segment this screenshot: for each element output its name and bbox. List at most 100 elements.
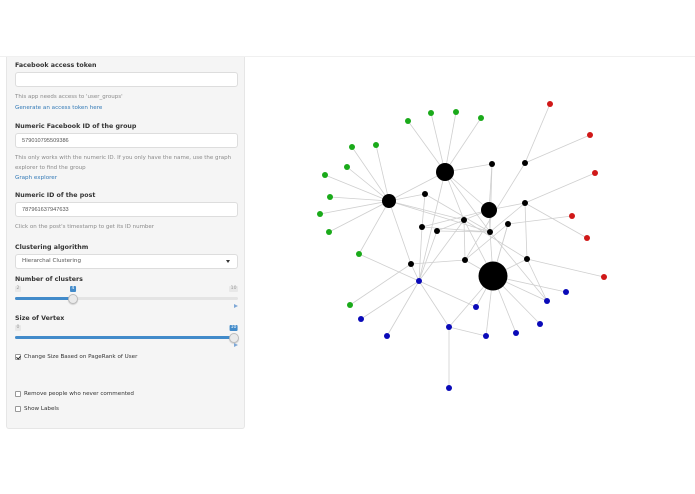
slider-fill [15, 336, 234, 339]
graph-node[interactable] [384, 333, 390, 339]
graph-edge [430, 112, 446, 173]
access-token-input[interactable] [15, 72, 238, 87]
graph-node[interactable] [428, 110, 434, 116]
graph-node[interactable] [347, 302, 353, 308]
graph-node[interactable] [487, 229, 493, 235]
graph-explorer-link[interactable]: Graph explorer [15, 175, 58, 181]
graph-node[interactable] [327, 194, 333, 200]
graph-node[interactable] [569, 213, 575, 219]
graph-edge [418, 280, 450, 328]
graph-node[interactable] [478, 261, 508, 291]
slider-track[interactable] [15, 297, 238, 300]
graph-node[interactable] [453, 109, 459, 115]
graph-edge [358, 200, 390, 255]
slider-handle[interactable] [228, 332, 239, 343]
graph-node[interactable] [317, 211, 323, 217]
graph-node[interactable] [326, 229, 332, 235]
group-id-input[interactable] [15, 133, 238, 148]
graph-node[interactable] [522, 160, 528, 166]
graph-node[interactable] [408, 261, 414, 267]
graph-node[interactable] [461, 217, 467, 223]
post-id-input[interactable] [15, 202, 238, 217]
graph-node[interactable] [322, 172, 328, 178]
graph-node[interactable] [473, 304, 479, 310]
graph-node[interactable] [373, 142, 379, 148]
graph-node[interactable] [436, 163, 454, 181]
graph-node[interactable] [537, 321, 543, 327]
checkbox-unchecked-icon[interactable] [15, 406, 21, 412]
access-token-help: This app needs access to 'user_groups' [15, 94, 123, 100]
graph-edge [328, 200, 390, 233]
graph-node[interactable] [563, 289, 569, 295]
checkbox-unchecked-icon[interactable] [15, 391, 21, 397]
graph-edge [388, 200, 465, 221]
graph-node[interactable] [382, 194, 396, 208]
graph-edge [346, 166, 390, 202]
graph-edge [418, 226, 423, 282]
graph-node[interactable] [522, 200, 528, 206]
graph-edge [418, 280, 477, 308]
remove-noncommenters-checkbox[interactable]: Remove people who never commented [15, 391, 134, 397]
graph-edge [526, 258, 605, 278]
graph-node[interactable] [462, 257, 468, 263]
graph-edge [360, 280, 420, 320]
slider-handle[interactable] [67, 293, 78, 304]
graph-nodes [317, 101, 607, 391]
graph-node[interactable] [344, 164, 350, 170]
vertex-size-slider[interactable]: 0 10 [15, 325, 239, 349]
graph-node[interactable] [446, 324, 452, 330]
slider-max-label: 10 [229, 286, 238, 292]
graph-node[interactable] [544, 298, 550, 304]
graph-node[interactable] [513, 330, 519, 336]
clustering-select[interactable]: Hierarchal Clustering [15, 254, 238, 269]
graph-edge [388, 200, 412, 265]
graph-edge [524, 202, 588, 239]
graph-edge [507, 215, 573, 225]
graph-node[interactable] [446, 385, 452, 391]
checkbox-checked-icon[interactable] [15, 354, 21, 360]
graph-node[interactable] [483, 333, 489, 339]
graph-node[interactable] [349, 144, 355, 150]
graph-edge [421, 226, 491, 233]
graph-node[interactable] [584, 235, 590, 241]
graph-edge [448, 326, 487, 337]
pagerank-size-checkbox[interactable]: Change Size Based on PageRank of User [15, 354, 137, 360]
graph-node[interactable] [481, 202, 497, 218]
generate-token-link[interactable]: Generate an access token here [15, 105, 103, 111]
graph-node[interactable] [489, 161, 495, 167]
graph-edge [464, 223, 509, 261]
graph-edge [436, 230, 491, 233]
show-labels-checkbox[interactable]: Show Labels [15, 406, 59, 412]
graph-edge [444, 111, 457, 173]
graph-edge [524, 134, 591, 164]
checkbox-label: Remove people who never commented [24, 391, 134, 397]
play-icon[interactable] [234, 304, 238, 308]
group-id-label: Numeric Facebook ID of the group [15, 123, 137, 130]
play-icon[interactable] [234, 343, 238, 347]
num-clusters-slider[interactable]: 2 10 4 [15, 286, 238, 310]
graph-node[interactable] [524, 256, 530, 262]
graph-node[interactable] [434, 228, 440, 234]
graph-node[interactable] [505, 221, 511, 227]
sidebar-panel: Facebook access token This app needs acc… [6, 57, 245, 429]
graph-edge [463, 219, 466, 261]
graph-node[interactable] [592, 170, 598, 176]
graph-node[interactable] [416, 278, 422, 284]
graph-edge [421, 209, 490, 228]
graph-edge [524, 202, 528, 260]
graph-edge [424, 193, 491, 233]
graph-node[interactable] [601, 274, 607, 280]
graph-edge [421, 193, 426, 228]
slider-min-label: 0 [15, 325, 21, 331]
graph-edge [388, 171, 446, 202]
graph-node[interactable] [356, 251, 362, 257]
graph-node[interactable] [419, 224, 425, 230]
post-id-label: Numeric ID of the post [15, 192, 96, 199]
graph-node[interactable] [405, 118, 411, 124]
graph-node[interactable] [422, 191, 428, 197]
graph-node[interactable] [547, 101, 553, 107]
graph-node[interactable] [358, 316, 364, 322]
graph-node[interactable] [587, 132, 593, 138]
chevron-down-icon [226, 260, 230, 263]
graph-node[interactable] [478, 115, 484, 121]
